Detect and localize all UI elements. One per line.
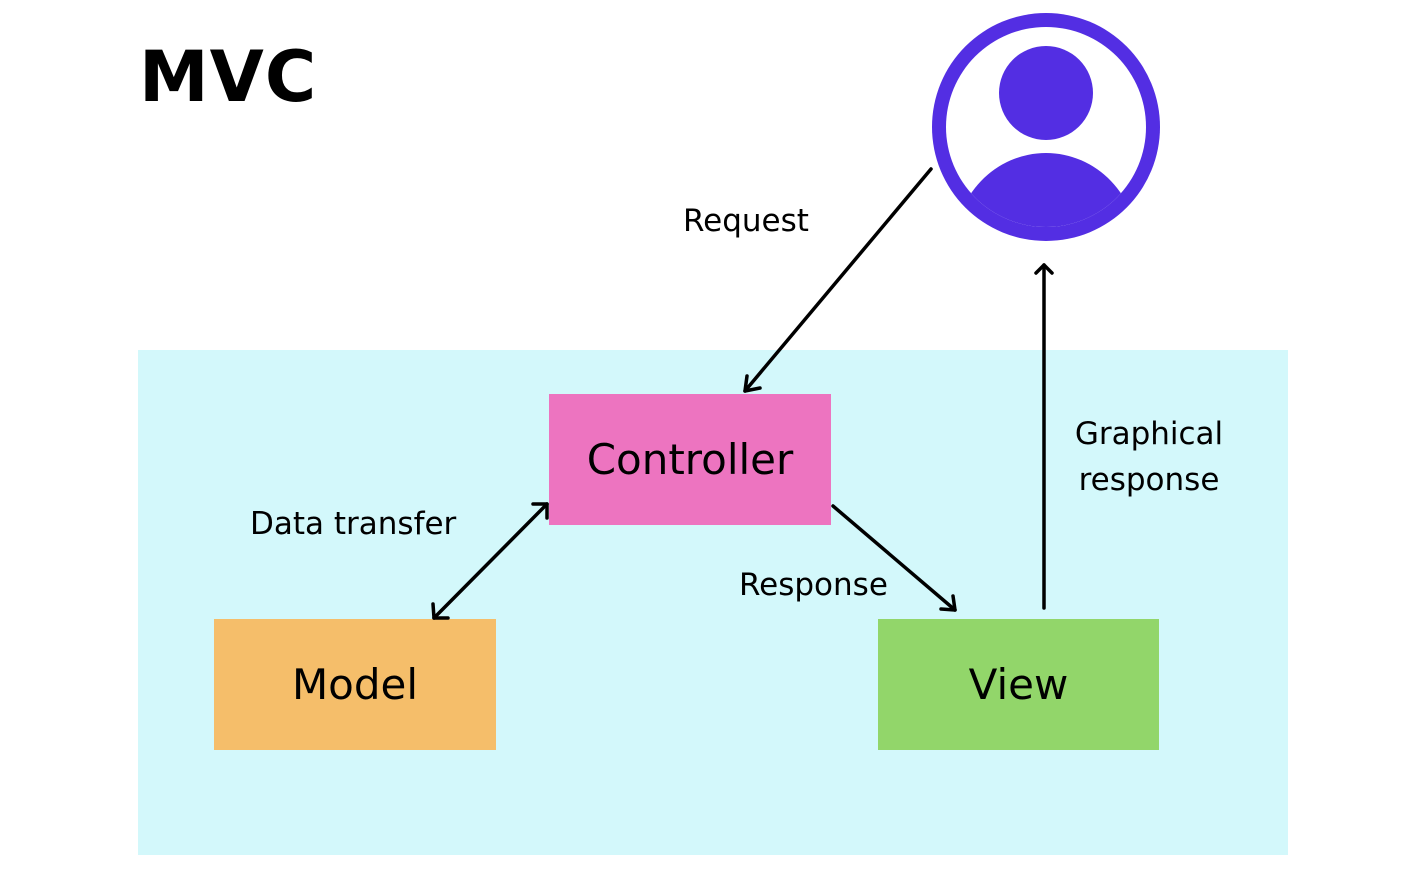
user-icon [932,13,1160,241]
graphical-response-arrow [1034,263,1054,610]
request-label: Request [683,203,809,239]
request-arrow [743,167,933,393]
diagram-title: MVC [139,36,318,118]
model-box: Model [214,619,496,750]
controller-box: Controller [549,394,831,525]
view-box: View [878,619,1159,750]
model-label: Model [291,660,419,709]
controller-label: Controller [586,435,794,484]
graphical-response-label: Graphical response [1074,416,1224,498]
response-arrow [831,504,957,612]
response-label: Response [739,567,888,603]
view-label: View [968,660,1069,709]
data-transfer-label: Data transfer [250,506,457,542]
data-transfer-arrow [431,502,549,620]
